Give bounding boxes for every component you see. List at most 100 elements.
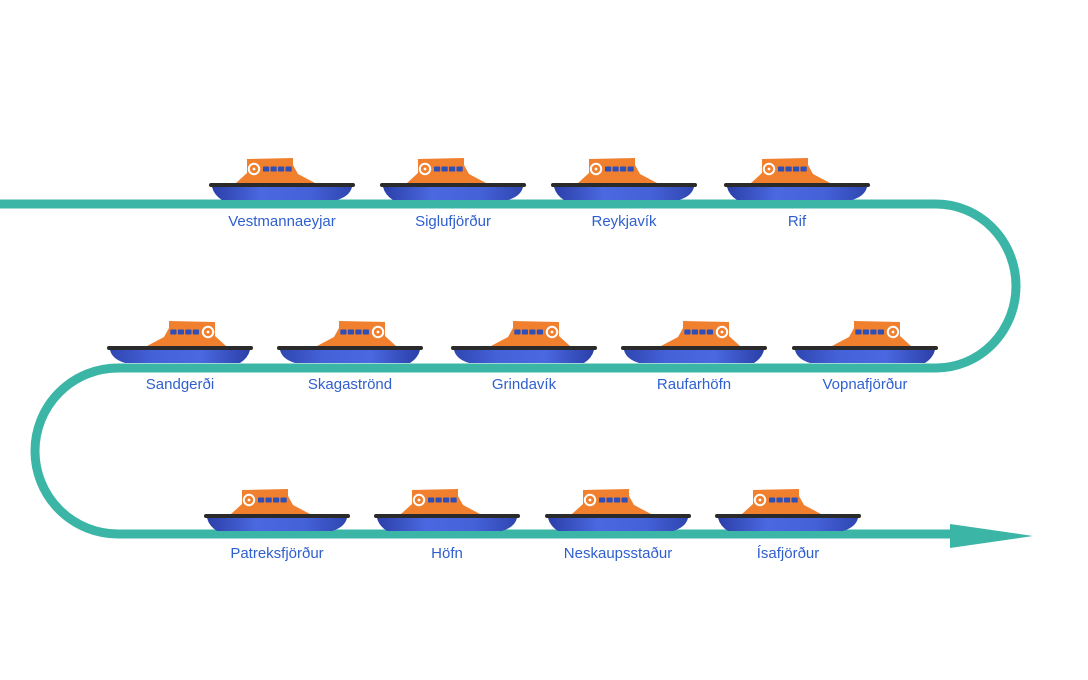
life-ring-center — [758, 498, 762, 502]
station-label: Vestmannaeyjar — [228, 213, 336, 230]
boat-window — [699, 329, 706, 335]
lifeboat-icon — [204, 489, 350, 531]
boat-window — [285, 166, 292, 172]
boat-window — [793, 166, 800, 172]
boat-hull — [795, 350, 935, 363]
boat-window — [340, 329, 347, 335]
boat-window — [691, 329, 698, 335]
boat-window — [441, 166, 448, 172]
boat-deck — [451, 346, 597, 350]
life-ring-icon — [242, 493, 256, 507]
boat-deck — [380, 183, 526, 187]
boat-window — [605, 166, 612, 172]
boat-window — [514, 329, 521, 335]
life-ring-center — [376, 330, 380, 334]
boat-window — [776, 497, 783, 503]
life-ring-icon — [715, 325, 729, 339]
boat-window — [612, 166, 619, 172]
boat-hull — [454, 350, 594, 363]
life-ring-icon — [201, 325, 215, 339]
boat-hull — [718, 518, 858, 531]
boat-window — [443, 497, 450, 503]
boat-window — [769, 497, 776, 503]
station-label: Siglufjörður — [415, 213, 491, 230]
labels-layer: Vestmannaeyjar Siglufjörður Reykjavík RifSa… — [146, 213, 908, 562]
boat-deck — [724, 183, 870, 187]
boat-window — [521, 329, 528, 335]
life-ring-center — [594, 167, 598, 171]
boat-window — [684, 329, 691, 335]
life-ring-center — [252, 167, 256, 171]
life-ring-icon — [247, 162, 261, 176]
lifeboat-icon — [107, 321, 253, 363]
life-ring-icon — [589, 162, 603, 176]
boat-window — [355, 329, 362, 335]
boat-window — [265, 497, 272, 503]
station-label: Patreksfjörður — [230, 545, 323, 562]
station-label: Höfn — [431, 545, 463, 562]
boat-window — [870, 329, 877, 335]
boat-deck — [792, 346, 938, 350]
boat-hull — [377, 518, 517, 531]
station-label: Reykjavík — [591, 213, 657, 230]
boat-window — [778, 166, 785, 172]
life-ring-icon — [418, 162, 432, 176]
station-label: Grindavík — [492, 376, 557, 393]
boat-hull — [207, 518, 347, 531]
boat-window — [620, 166, 627, 172]
boat-window — [192, 329, 199, 335]
life-ring-center — [588, 498, 592, 502]
boat-hull — [110, 350, 250, 363]
boat-deck — [107, 346, 253, 350]
boat-deck — [277, 346, 423, 350]
station-label: Sandgerði — [146, 376, 214, 393]
station-label: Skagaströnd — [308, 376, 392, 393]
station-label: Raufarhöfn — [657, 376, 731, 393]
boat-hull — [212, 187, 352, 200]
station-label: Vopnafjörður — [822, 376, 907, 393]
boat-window — [627, 166, 634, 172]
boat-window — [428, 497, 435, 503]
boat-window — [273, 497, 280, 503]
boat-window — [434, 166, 441, 172]
boat-window — [599, 497, 606, 503]
lifeboat-icon — [209, 158, 355, 200]
boat-window — [800, 166, 807, 172]
life-ring-center — [720, 330, 724, 334]
boat-window — [791, 497, 798, 503]
station-label: Neskaupsstaður — [564, 545, 672, 562]
boat-hull — [624, 350, 764, 363]
life-ring-center — [423, 167, 427, 171]
boat-window — [855, 329, 862, 335]
boat-hull — [383, 187, 523, 200]
route-arrowhead — [950, 524, 1033, 548]
lifeboat-icon — [374, 489, 520, 531]
boat-window — [456, 166, 463, 172]
boat-window — [347, 329, 354, 335]
life-ring-icon — [412, 493, 426, 507]
boat-window — [362, 329, 369, 335]
life-ring-icon — [762, 162, 776, 176]
boat-window — [435, 497, 442, 503]
boat-window — [258, 497, 265, 503]
boat-window — [278, 166, 285, 172]
lifeboat-icon — [792, 321, 938, 363]
life-ring-center — [206, 330, 210, 334]
life-ring-center — [550, 330, 554, 334]
boat-window — [784, 497, 791, 503]
boat-deck — [621, 346, 767, 350]
station-label: Ísafjörður — [757, 545, 820, 562]
boat-window — [449, 166, 456, 172]
lifeboat-icon — [724, 158, 870, 200]
life-ring-icon — [583, 493, 597, 507]
boat-window — [450, 497, 457, 503]
boat-deck — [374, 514, 520, 518]
boat-deck — [545, 514, 691, 518]
boat-hull — [280, 350, 420, 363]
station-label: Rif — [788, 213, 807, 230]
boat-deck — [715, 514, 861, 518]
boat-deck — [551, 183, 697, 187]
life-ring-icon — [545, 325, 559, 339]
